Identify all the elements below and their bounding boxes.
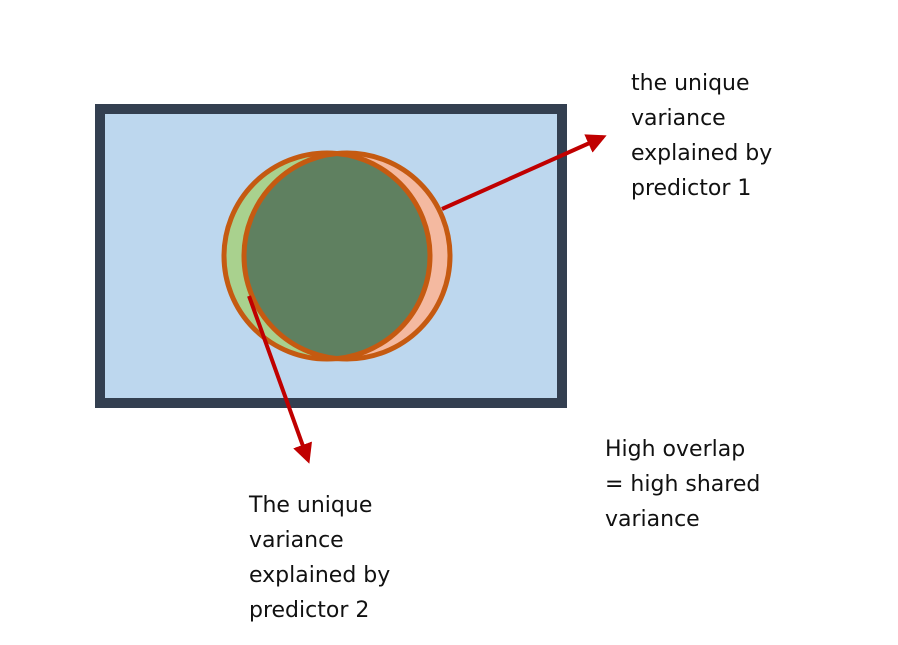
label-line: High overlap — [605, 437, 746, 462]
label-line: predictor 1 — [631, 176, 752, 201]
label-line: variance — [605, 507, 700, 532]
label-line: = high shared — [605, 472, 761, 497]
arrow-predictor-2 — [247, 295, 312, 464]
label-line: explained by — [631, 141, 773, 166]
label-line: explained by — [249, 563, 391, 588]
label-line: the unique — [631, 71, 750, 96]
shared-variance-label: High overlap = high shared variance — [605, 432, 760, 537]
predictor-1-unique-label: the unique variance explained by predict… — [631, 66, 772, 206]
label-line: variance — [631, 106, 726, 131]
shared-variance-region — [244, 153, 430, 359]
predictor-1-outline — [241, 150, 453, 362]
arrow-predictor-1 — [441, 134, 607, 211]
predictor-2-unique-label: The unique variance explained by predict… — [249, 488, 390, 628]
label-line: predictor 2 — [249, 598, 370, 623]
label-line: The unique — [249, 493, 373, 518]
label-line: variance — [249, 528, 344, 553]
